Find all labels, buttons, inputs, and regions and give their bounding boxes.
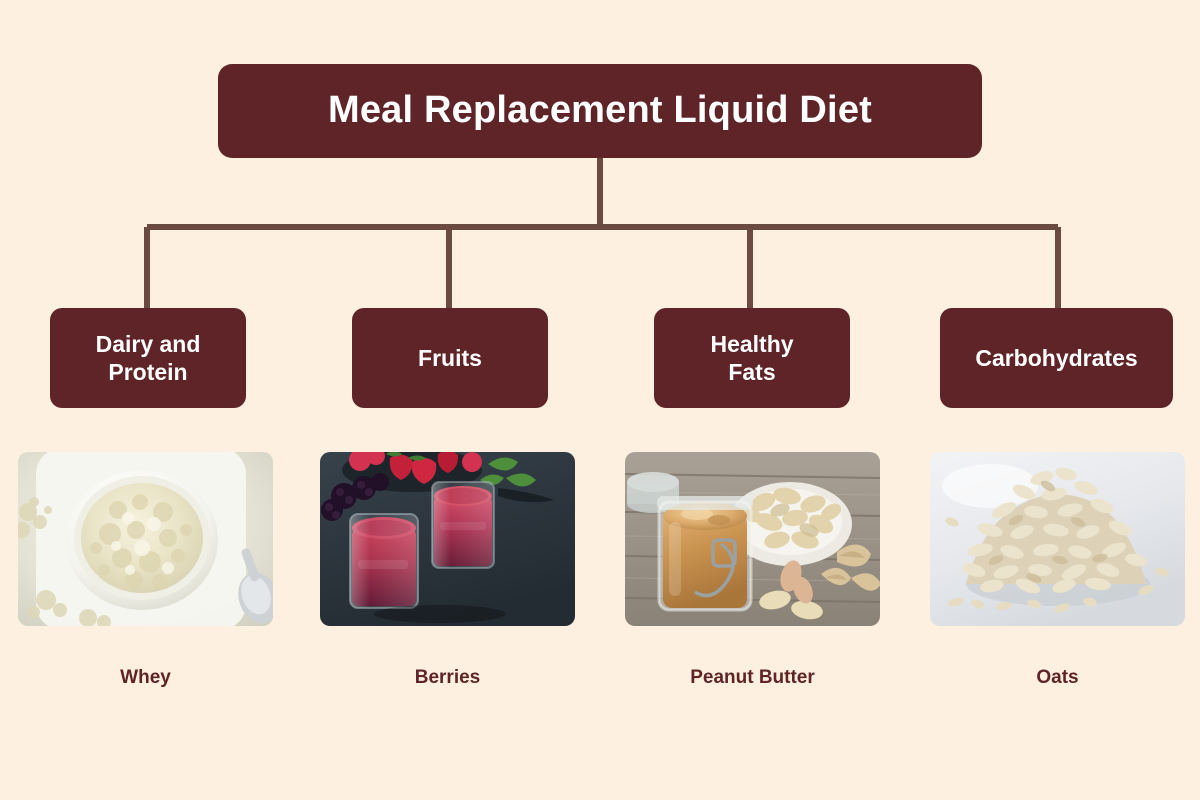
photo-card-oats (930, 452, 1185, 626)
root-title: Meal Replacement Liquid Diet (327, 89, 873, 132)
caption-whey: Whey (120, 667, 171, 688)
category-label-line1: Dairy and (95, 330, 201, 357)
caption-berries: Berries (414, 667, 481, 688)
category-label-line1: Fruits (418, 344, 482, 371)
whey-powder-image (18, 452, 273, 626)
category-node-carbohydrates: Carbohydrates (940, 308, 1173, 408)
category-label-line2: Protein (108, 359, 188, 385)
berry-smoothie-image (320, 452, 575, 626)
category-label: Healthy Fats (710, 330, 793, 386)
photo-card-berries (320, 452, 575, 626)
caption-peanut-butter: Peanut Butter (690, 667, 815, 688)
peanut-butter-image (625, 452, 880, 626)
oats-image (930, 452, 1185, 626)
caption-oats: Oats (1036, 667, 1079, 688)
category-label: Fruits (418, 344, 482, 372)
root-node: Meal Replacement Liquid Diet (218, 64, 982, 158)
category-node-healthy-fats: Healthy Fats (654, 308, 850, 408)
category-label-line2: Fats (728, 359, 776, 385)
photo-card-peanut-butter (625, 452, 880, 626)
photo-card-whey (18, 452, 273, 626)
category-node-fruits: Fruits (352, 308, 548, 408)
category-label: Carbohydrates (975, 344, 1137, 372)
category-node-dairy-and-protein: Dairy and Protein (50, 308, 246, 408)
category-label: Dairy and Protein (96, 330, 201, 386)
category-label-line1: Carbohydrates (975, 344, 1138, 371)
category-label-line1: Healthy (710, 330, 794, 357)
